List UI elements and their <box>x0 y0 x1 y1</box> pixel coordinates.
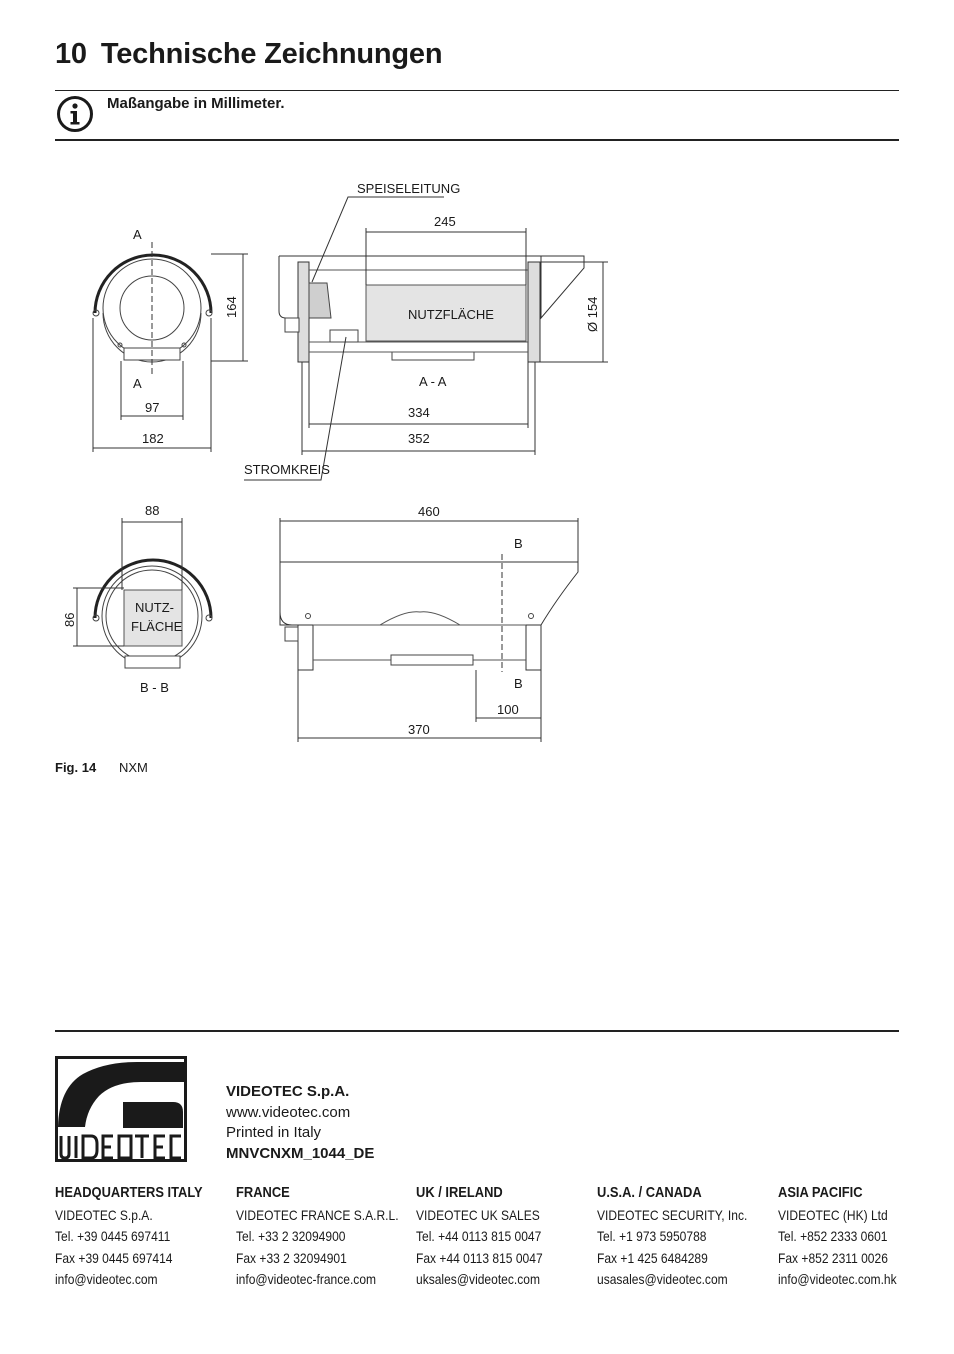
dim-97: 97 <box>145 400 159 415</box>
office-name: VIDEOTEC S.p.A. <box>55 1206 153 1223</box>
office-heading: FRANCE <box>236 1184 290 1201</box>
dim-164: 164 <box>224 296 239 318</box>
office-fax: Fax +33 2 32094901 <box>236 1249 347 1266</box>
dim-182: 182 <box>142 431 164 446</box>
office-uk-ireland: UK / IRELAND VIDEOTEC UK SALES Tel. +44 … <box>416 1182 543 1291</box>
videotec-logo <box>55 1056 187 1162</box>
section-view-bb <box>73 518 213 669</box>
section-title: Technische Zeichnungen <box>100 38 443 70</box>
technical-drawing: A A 97 182 164 <box>0 160 954 760</box>
label-b-top: B <box>514 536 523 551</box>
office-email: info@videotec.com <box>55 1271 158 1287</box>
office-fax: Fax +44 0113 815 0047 <box>416 1249 543 1266</box>
label-usable-area-2: FLÄCHE <box>131 619 183 634</box>
dim-460: 460 <box>418 504 440 519</box>
footer-rule <box>55 1030 899 1032</box>
document-code: MNVCNXM_1044_DE <box>226 1144 375 1162</box>
office-fax: Fax +1 425 6484289 <box>597 1249 708 1266</box>
company-printed: Printed in Italy <box>226 1124 322 1141</box>
office-heading: UK / IRELAND <box>416 1184 503 1201</box>
front-view-a <box>92 242 248 452</box>
office-heading: HEADQUARTERS ITALY <box>55 1184 203 1201</box>
dim-352: 352 <box>408 431 430 446</box>
section-number: 10 <box>55 38 87 70</box>
office-headquarters: HEADQUARTERS ITALY VIDEOTEC S.p.A. Tel. … <box>55 1182 203 1291</box>
office-tel: Tel. +39 0445 697411 <box>55 1228 171 1244</box>
label-usable-area: NUTZFLÄCHE <box>408 307 494 322</box>
label-a-top: A <box>133 227 142 242</box>
dim-334: 334 <box>408 405 430 420</box>
office-name: VIDEOTEC FRANCE S.A.R.L. <box>236 1206 399 1223</box>
company-name: VIDEOTEC S.p.A. <box>226 1083 350 1100</box>
office-tel: Tel. +852 2333 0601 <box>778 1228 888 1244</box>
note-rule <box>55 139 899 141</box>
dim-154: Ø 154 <box>585 297 600 332</box>
note-text: Maßangabe in Millimeter. <box>107 95 285 112</box>
figure-caption: NXM <box>119 760 148 775</box>
label-section-aa: A - A <box>419 374 447 389</box>
dim-245: 245 <box>434 214 456 229</box>
office-heading: U.S.A. / CANADA <box>597 1184 702 1201</box>
header-rule <box>55 90 899 91</box>
company-block: VIDEOTEC S.p.A. www.videotec.com Printed… <box>226 1082 374 1164</box>
label-power-circuit: STROMKREIS <box>244 462 330 477</box>
office-name: VIDEOTEC UK SALES <box>416 1206 540 1223</box>
label-usable-area-1: NUTZ- <box>135 600 174 615</box>
dim-100: 100 <box>497 702 519 717</box>
label-a-bottom: A <box>133 376 142 391</box>
dim-86: 86 <box>62 613 77 627</box>
office-france: FRANCE VIDEOTEC FRANCE S.A.R.L. Tel. +33… <box>236 1182 399 1291</box>
office-fax: Fax +39 0445 697414 <box>55 1249 173 1266</box>
office-email: usasales@videotec.com <box>597 1271 728 1287</box>
figure-number: Fig. 14 <box>55 760 97 775</box>
label-b-bottom: B <box>514 676 523 691</box>
office-heading: ASIA PACIFIC <box>778 1184 863 1201</box>
office-tel: Tel. +44 0113 815 0047 <box>416 1228 542 1244</box>
office-name: VIDEOTEC (HK) Ltd <box>778 1206 888 1223</box>
dim-370: 370 <box>408 722 430 737</box>
office-tel: Tel. +33 2 32094900 <box>236 1228 346 1244</box>
side-view-b <box>279 518 579 742</box>
company-website: www.videotec.com <box>226 1103 351 1121</box>
page-title: 10 Technische Zeichnungen <box>55 38 443 71</box>
office-email: info@videotec.com.hk <box>778 1271 897 1287</box>
office-name: VIDEOTEC SECURITY, Inc. <box>597 1206 748 1223</box>
office-fax: Fax +852 2311 0026 <box>778 1249 888 1266</box>
info-icon <box>57 96 93 132</box>
office-asia-pacific: ASIA PACIFIC VIDEOTEC (HK) Ltd Tel. +852… <box>778 1182 897 1291</box>
office-email: uksales@videotec.com <box>416 1271 540 1287</box>
office-email: info@videotec-france.com <box>236 1271 377 1287</box>
label-supply-line: SPEISELEITUNG <box>357 181 460 196</box>
office-usa-canada: U.S.A. / CANADA VIDEOTEC SECURITY, Inc. … <box>597 1182 747 1291</box>
section-view-aa <box>244 196 608 481</box>
dim-88: 88 <box>145 503 159 518</box>
office-tel: Tel. +1 973 5950788 <box>597 1228 707 1244</box>
label-section-bb: B - B <box>140 680 169 695</box>
